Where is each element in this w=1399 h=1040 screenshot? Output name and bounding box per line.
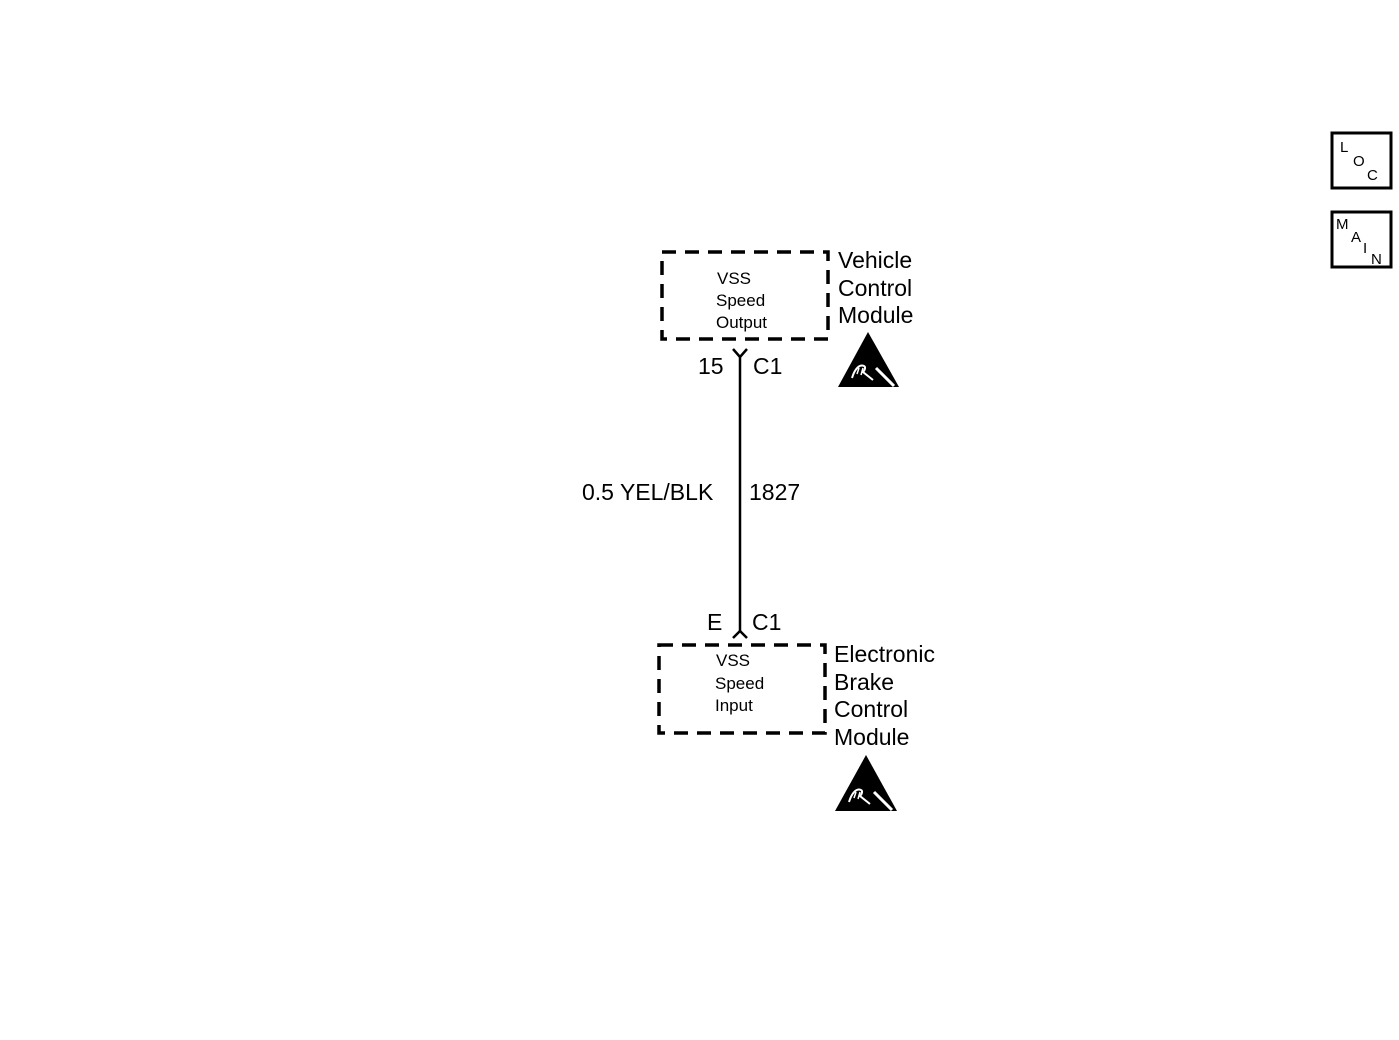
- electronic-brake-control-module: VSS Speed Input Electronic Brake Control…: [657, 641, 935, 812]
- ebcm-connector-symbol: [732, 629, 748, 639]
- loc-letter-c: C: [1367, 167, 1378, 184]
- ebcm-connector-label: C1: [752, 609, 781, 635]
- vcm-name-line-1: Vehicle: [838, 247, 912, 273]
- main-button[interactable]: M A I N: [1330, 210, 1393, 269]
- ebcm-internal-line-1: VSS: [716, 651, 750, 670]
- loc-letter-l: L: [1340, 139, 1348, 156]
- wire-color-label: 0.5 YEL/BLK: [582, 479, 714, 505]
- vcm-connector-label: C1: [753, 353, 782, 379]
- main-letter-n: N: [1371, 251, 1382, 268]
- vcm-name-line-3: Module: [838, 302, 913, 328]
- ebcm-name-line-4: Module: [834, 724, 909, 750]
- vcm-internal-line-3: Output: [716, 313, 767, 332]
- wire-circuit-number: 1827: [749, 479, 800, 505]
- vcm-internal-line-1: VSS: [717, 269, 751, 288]
- vcm-internal-line-2: Speed: [716, 291, 765, 310]
- ebcm-name-line-1: Electronic: [834, 641, 935, 667]
- vcm-component-box: [660, 250, 830, 341]
- vcm-pin-label: 15: [698, 353, 724, 379]
- loc-letter-o: O: [1353, 153, 1365, 170]
- main-letter-i: I: [1363, 240, 1367, 257]
- main-letter-m: M: [1336, 216, 1349, 233]
- vehicle-control-module: VSS Speed Output Vehicle Control Module: [660, 247, 913, 388]
- vcm-connector-symbol: [732, 348, 748, 359]
- ebcm-name-line-2: Brake: [834, 669, 894, 695]
- ebcm-pin-label: E: [707, 609, 722, 635]
- ebcm-name-line-3: Control: [834, 696, 908, 722]
- esd-warning-icon: [835, 755, 897, 812]
- main-letter-a: A: [1351, 229, 1361, 246]
- ebcm-internal-line-2: Speed: [715, 674, 764, 693]
- esd-warning-icon: [838, 332, 899, 388]
- ebcm-internal-line-3: Input: [715, 696, 753, 715]
- vcm-name-line-2: Control: [838, 275, 912, 301]
- ebcm-component-box: [657, 643, 827, 735]
- loc-button[interactable]: L O C: [1330, 131, 1393, 190]
